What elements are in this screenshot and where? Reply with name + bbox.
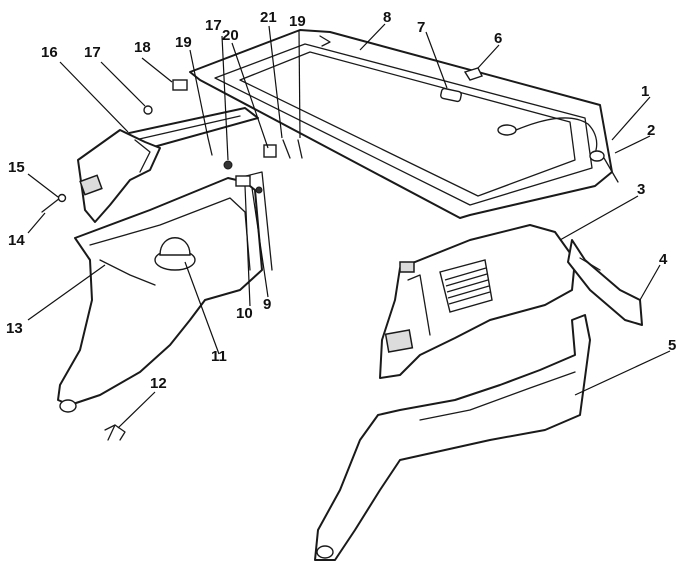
retaining-clip: [104, 424, 126, 441]
callout-2: 2: [647, 122, 655, 139]
callout-14: 14: [8, 232, 25, 249]
lower-sill-trim: [314, 314, 591, 561]
upper-left-trim: [77, 129, 161, 223]
shelf-clip: [463, 67, 483, 81]
callout-9: 9: [263, 296, 271, 313]
callout-7: 7: [417, 19, 425, 36]
callout-16: 16: [41, 44, 58, 61]
parcel-shelf: [189, 29, 613, 219]
callout-12: 12: [150, 375, 167, 392]
callout-labels: 1 2 3 4 5 6 7 8 9 10 11 12 13 14 15 16 1…: [6, 9, 676, 392]
callout-5: 5: [668, 337, 676, 354]
callout-13: 13: [6, 320, 23, 337]
callout-4: 4: [659, 251, 668, 268]
shelf-lamp: [440, 87, 462, 103]
trim-strip: [235, 171, 273, 271]
trim-cap: [154, 237, 196, 271]
small-fasteners: [143, 79, 303, 170]
callout-17-right: 17: [205, 17, 222, 34]
callout-11: 11: [211, 348, 227, 365]
vent-grille: [439, 259, 493, 313]
screw-and-washer: [41, 193, 67, 213]
callout-3: 3: [637, 181, 645, 198]
rear-bracket: [567, 239, 643, 326]
callout-1: 1: [641, 83, 649, 100]
callout-10: 10: [236, 305, 253, 322]
callout-8: 8: [383, 9, 391, 26]
callout-18: 18: [134, 39, 151, 56]
leader-lines: [27, 23, 671, 429]
callout-21: 21: [260, 9, 277, 26]
callout-19-left: 19: [175, 34, 192, 51]
callout-19-right: 19: [289, 13, 306, 30]
lamp-cable: [497, 117, 598, 151]
callout-20: 20: [222, 27, 239, 44]
grommet: [589, 150, 619, 183]
callout-15: 15: [8, 159, 25, 176]
callout-6: 6: [494, 30, 502, 47]
callout-17-left: 17: [84, 44, 101, 61]
